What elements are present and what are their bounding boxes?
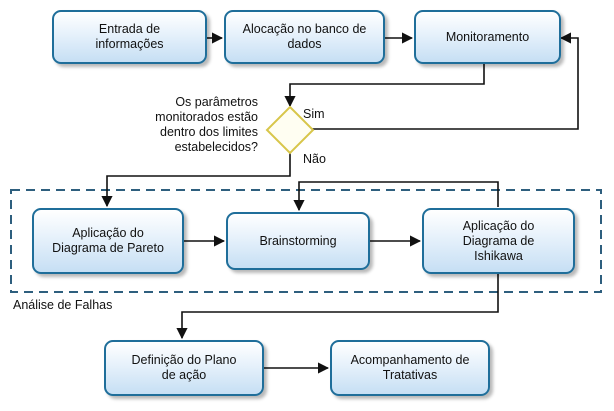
node-entrada: Entrada de informações	[52, 10, 207, 64]
decision-no-label: Não	[303, 152, 326, 166]
arrow-nao-pareto	[101, 152, 291, 208]
decision-diamond	[265, 105, 315, 155]
arrow-monitoramento-decision	[284, 64, 485, 108]
node-alocacao-label: Alocação no banco de dados	[242, 22, 367, 51]
node-entrada-label: Entrada de informações	[95, 22, 164, 51]
arrow-ishikawa-plano	[176, 274, 499, 340]
node-pareto-label: Aplicação do Diagrama de Pareto	[52, 226, 164, 255]
node-acompanhamento: Acompanhamento de Tratativas	[330, 340, 490, 396]
node-pareto: Aplicação do Diagrama de Pareto	[32, 208, 184, 274]
node-brainstorming-label: Brainstorming	[259, 233, 337, 248]
node-alocacao: Alocação no banco de dados	[224, 10, 385, 64]
node-ishikawa-label: Aplicação do Diagrama de Ishikawa	[462, 218, 535, 263]
node-acompanhamento-label: Acompanhamento de Tratativas	[350, 353, 470, 382]
arrow-sim-loop	[312, 32, 579, 130]
decision-question: Os parâmetros monitorados estão dentro d…	[155, 95, 258, 154]
arrow-ishikawa-brainstorming	[293, 181, 499, 212]
group-label: Análise de Falhas	[13, 298, 113, 312]
node-monitoramento-label: Monitoramento	[445, 29, 530, 44]
node-brainstorming: Brainstorming	[226, 212, 370, 270]
node-monitoramento: Monitoramento	[414, 10, 561, 64]
decision-yes-label: Sim	[303, 107, 325, 121]
node-plano-label: Definição do Plano de ação	[131, 353, 237, 382]
node-ishikawa: Aplicação do Diagrama de Ishikawa	[422, 208, 575, 274]
node-plano: Definição do Plano de ação	[104, 340, 264, 396]
